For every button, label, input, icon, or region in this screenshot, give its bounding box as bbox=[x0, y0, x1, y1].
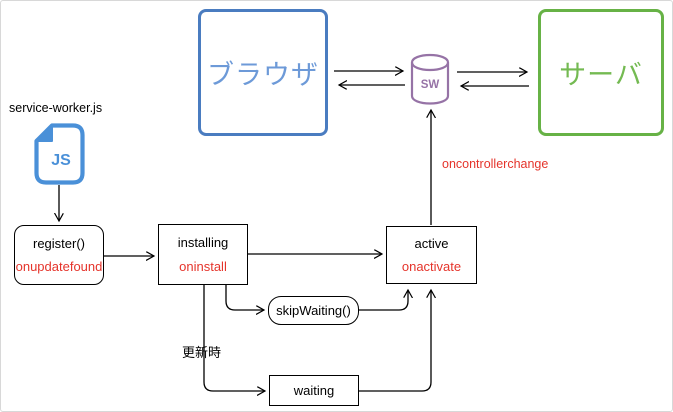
service-worker-filename: service-worker.js bbox=[9, 101, 103, 115]
edge-waiting-to-active bbox=[359, 290, 431, 392]
installing-node: installing oninstall bbox=[158, 224, 248, 285]
edge-skipwaiting-to-active bbox=[359, 290, 408, 311]
oninstall-label: oninstall bbox=[179, 259, 227, 274]
edge-installing-to-waiting bbox=[203, 285, 265, 391]
waiting-label: waiting bbox=[293, 383, 335, 398]
active-label: active bbox=[414, 236, 449, 251]
browser-box: ブラウザ bbox=[198, 9, 328, 136]
js-icon-label: JS bbox=[51, 152, 71, 169]
waiting-node: waiting bbox=[269, 375, 359, 406]
installing-label: installing bbox=[177, 235, 229, 250]
on-update-label: 更新時 bbox=[182, 345, 222, 360]
server-box: サーバ bbox=[538, 9, 664, 136]
sw-label: SW bbox=[421, 79, 440, 91]
onupdatefound-label: onupdatefound bbox=[15, 259, 103, 275]
js-file-icon: JS bbox=[34, 123, 85, 185]
skipwaiting-node: skipWaiting() bbox=[268, 296, 359, 325]
oncontrollerchange-label: oncontrollerchange bbox=[442, 157, 549, 171]
register-label: register() bbox=[32, 235, 85, 251]
skipwaiting-label: skipWaiting() bbox=[276, 303, 351, 318]
server-label: サーバ bbox=[559, 60, 643, 90]
edge-installing-to-skipwaiting bbox=[225, 285, 264, 310]
sw-database-icon: SW bbox=[410, 53, 450, 105]
register-node: register() onupdatefound bbox=[14, 225, 104, 285]
active-node: active onactivate bbox=[386, 226, 477, 284]
browser-label: ブラウザ bbox=[207, 60, 319, 90]
onactivate-label: onactivate bbox=[401, 259, 462, 274]
